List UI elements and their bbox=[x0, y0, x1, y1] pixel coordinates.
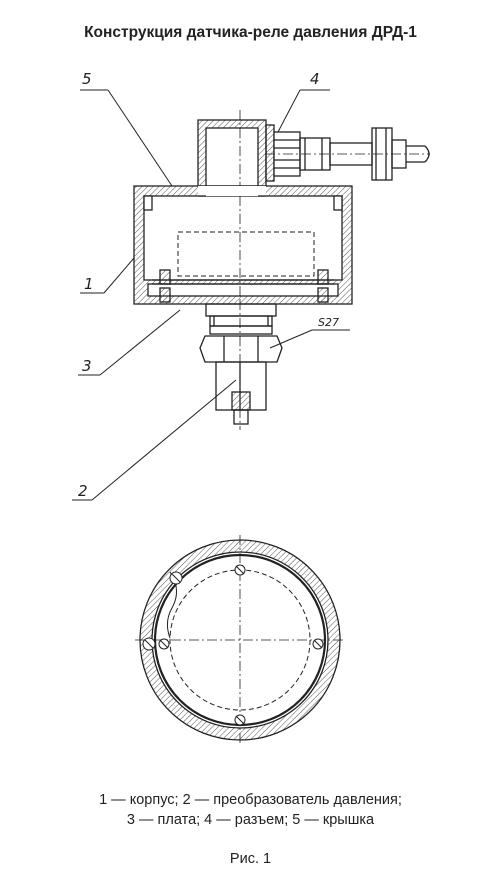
diagram-title: Конструкция датчика-реле давления ДРД-1 bbox=[84, 24, 417, 41]
figure-label: Рис. 1 bbox=[229, 851, 272, 867]
wrench-size-label: S27 bbox=[318, 316, 339, 329]
legend-line-2: 3 — плата; 4 — разъем; 5 — крышка bbox=[126, 812, 375, 828]
legend-caption: 1 — корпус; 2 — преобразователь давления… bbox=[0, 790, 501, 830]
housing bbox=[133, 185, 353, 305]
board bbox=[152, 269, 334, 303]
callout-3: 3 bbox=[82, 357, 92, 375]
cover-tube bbox=[197, 110, 267, 195]
callout-1: 1 bbox=[84, 275, 94, 293]
fitting bbox=[199, 300, 283, 430]
connector bbox=[265, 124, 430, 182]
screw-heads bbox=[142, 564, 324, 726]
callout-2: 2 bbox=[78, 482, 88, 500]
top-view bbox=[135, 535, 345, 745]
callout-4: 4 bbox=[310, 70, 320, 88]
leader-lines bbox=[72, 89, 350, 501]
side-view bbox=[72, 89, 430, 501]
legend-line-1: 1 — корпус; 2 — преобразователь давления… bbox=[99, 792, 402, 808]
callout-5: 5 bbox=[82, 70, 92, 88]
